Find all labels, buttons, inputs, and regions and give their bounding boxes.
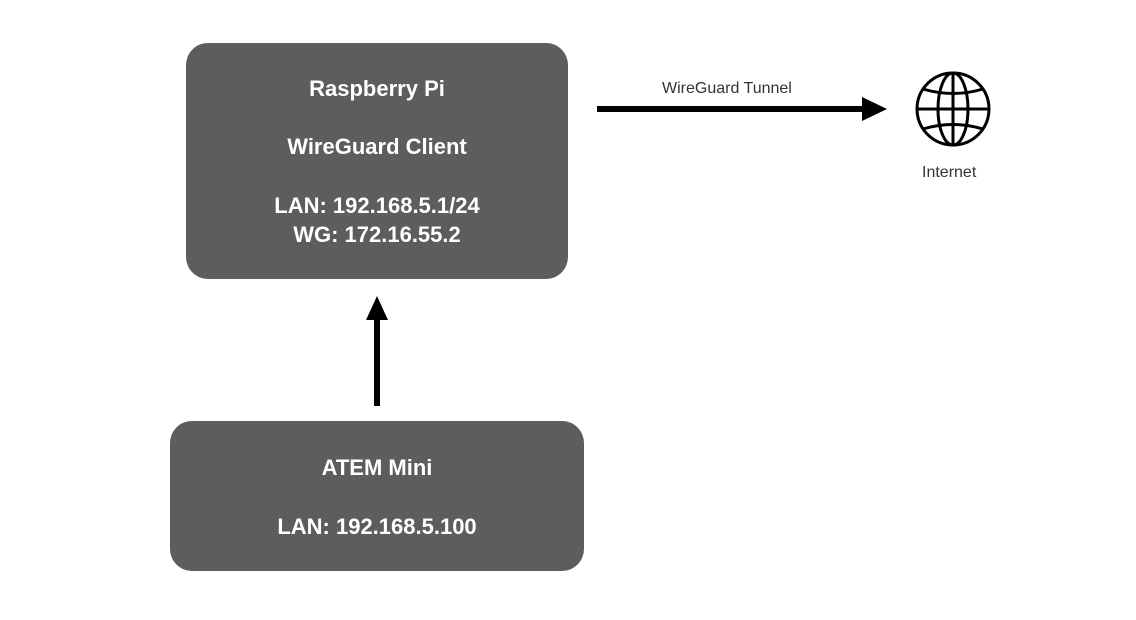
raspberry-pi-name: Raspberry Pi xyxy=(309,76,445,101)
atem-mini-lan-address: LAN: 192.168.5.100 xyxy=(277,514,477,539)
raspberry-pi-lan-address: LAN: 192.168.5.1/24 xyxy=(274,193,480,218)
tunnel-arrow xyxy=(597,97,887,121)
globe-icon xyxy=(915,71,991,147)
atem-to-pi-arrow xyxy=(366,296,388,406)
atem-mini-node: ATEM Mini LAN: 192.168.5.100 xyxy=(170,421,584,571)
tunnel-label: WireGuard Tunnel xyxy=(662,80,792,97)
raspberry-pi-node: Raspberry Pi WireGuard Client LAN: 192.1… xyxy=(186,43,568,279)
atem-mini-name: ATEM Mini xyxy=(321,455,433,480)
raspberry-pi-wg-address: WG: 172.16.55.2 xyxy=(293,222,461,247)
internet-label: Internet xyxy=(922,164,977,181)
raspberry-pi-role: WireGuard Client xyxy=(287,134,467,159)
